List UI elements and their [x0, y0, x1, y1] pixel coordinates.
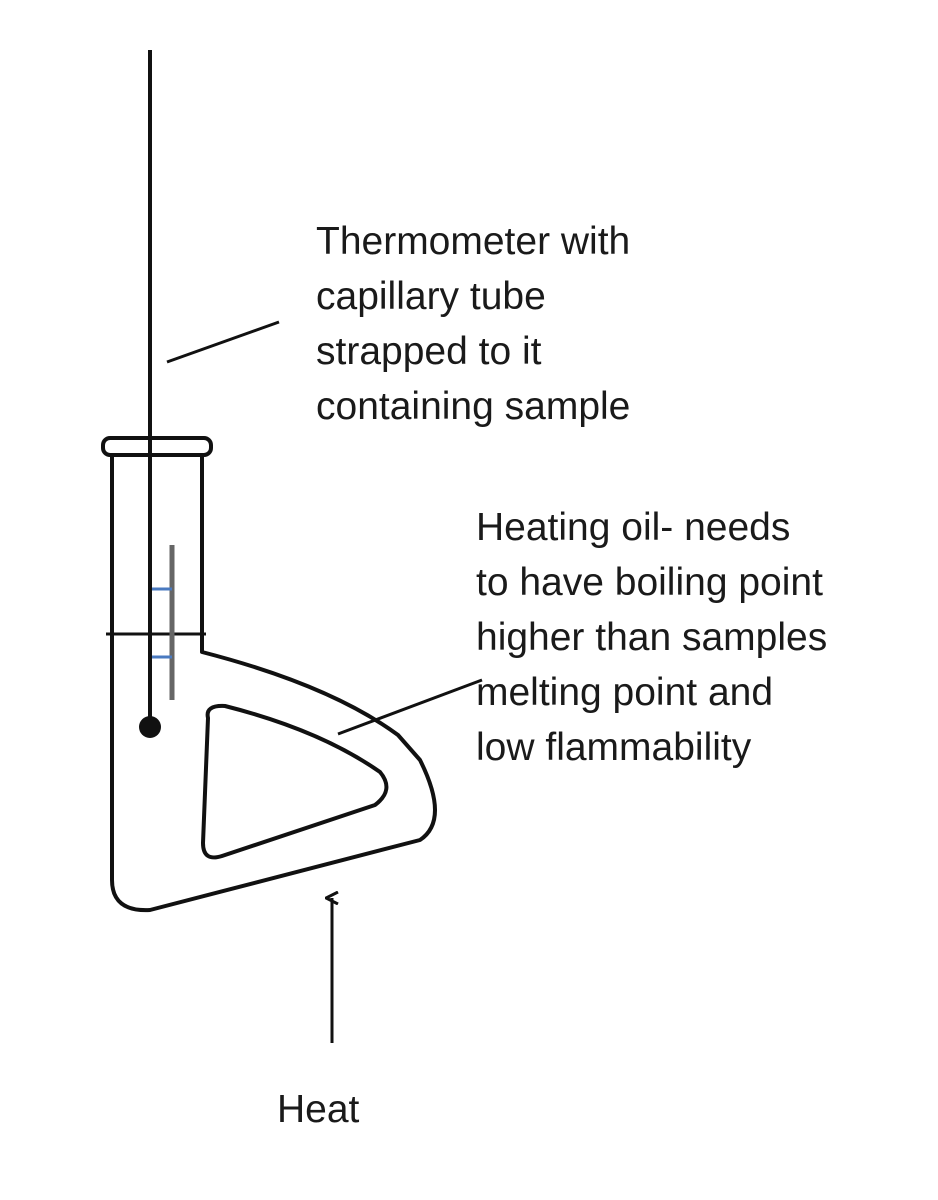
heating-oil-label-line: low flammability — [476, 726, 752, 769]
tube-inner-loop — [201, 703, 389, 860]
capillary-tube — [149, 545, 175, 700]
thermometer — [139, 50, 161, 738]
thermometer-label-line: containing sample — [316, 385, 631, 428]
oil-leader-line — [337, 678, 483, 736]
thermometer-bulb — [139, 716, 161, 738]
heat-label: Heat — [277, 1088, 360, 1131]
thiele-tube — [101, 436, 437, 913]
thermometer-label: Thermometer with capillary tube strapped… — [316, 214, 630, 434]
heating-oil-label: Heating oil- needs to have boiling point… — [476, 500, 827, 775]
heating-oil-label-line: to have boiling point — [476, 561, 823, 604]
thermometer-leader-line — [166, 320, 280, 364]
tube-outer-wall — [110, 455, 437, 913]
thermometer-label-line: Thermometer with — [316, 220, 631, 263]
thermometer-label-line: capillary tube — [316, 275, 546, 318]
tube-rim — [101, 436, 213, 457]
thermometer-label-line: strapped to it — [316, 330, 542, 373]
heating-oil-label-line: higher than samples — [476, 616, 828, 659]
heating-oil-label-line: Heating oil- needs — [476, 506, 791, 549]
heating-oil-label-line: melting point and — [476, 671, 774, 714]
